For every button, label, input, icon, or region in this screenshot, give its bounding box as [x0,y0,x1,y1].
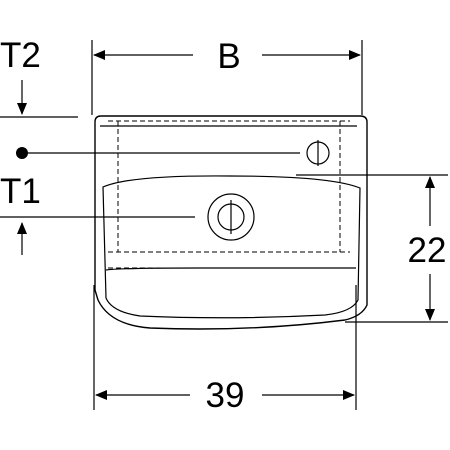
reference-point-marker [16,147,28,159]
dimension-t2-label: T2 [0,36,41,75]
dimension-39: 39 [93,285,357,415]
dimension-22-label: 22 [408,231,447,270]
dimension-t2: T2 [0,36,78,118]
dimension-t1: T1 [0,147,300,255]
dimension-t1-label: T1 [0,172,41,211]
dimension-b: B [91,37,363,115]
dimension-39-label: 39 [206,376,245,415]
dimension-b-label: B [217,37,240,76]
washbasin-body [94,115,368,330]
drain-outer-icon [207,193,255,241]
dimension-22: 22 [296,174,448,323]
